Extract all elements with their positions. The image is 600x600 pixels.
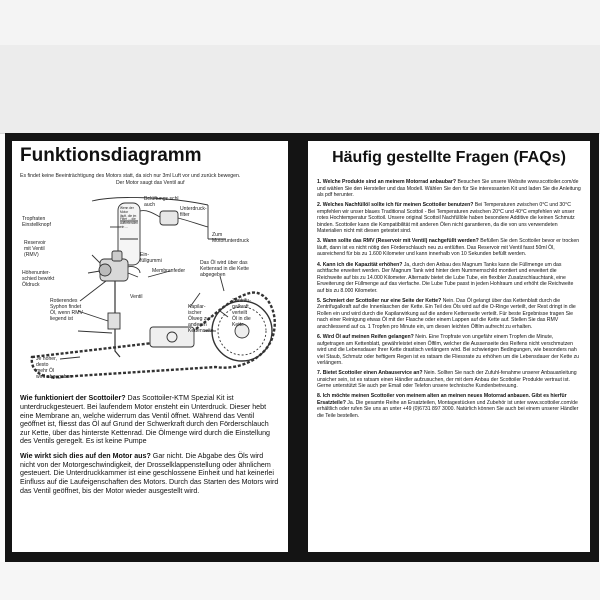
faq-question: 2. Welches Nachfüllöl sollte ich für mei… — [317, 202, 474, 209]
label-motorunterdruck: Zum Motorunterdruck — [212, 232, 250, 245]
faq-answer: Nein. Eine Tropfrate von ungefähr einem … — [317, 333, 580, 367]
label-ventil: Ventil — [130, 294, 143, 301]
section-engine-effect: Wie wirkt sich dies auf den Motor aus? G… — [20, 452, 280, 495]
faq-answer: Nein. Das Öl gelangt über das Kettenblat… — [317, 297, 576, 330]
label-syphon: Rotierendes Syphon findet Öl, wenn RMV l… — [50, 298, 83, 322]
label-motor-saugt: Der Motor saugt das Ventil auf — [116, 180, 185, 187]
faq-item: 1. Welche Produkte sind an meinem Motorr… — [317, 179, 581, 199]
faq-item: 3. Wann sollte das RMV (Reservoir mit Ve… — [317, 238, 581, 258]
faq-answer: Bei Temperaturen zwischen 0°C und 30°C e… — [317, 202, 575, 235]
background-bottom — [0, 562, 600, 600]
section-question: Wie funktioniert der Scottoiler? — [20, 394, 126, 403]
page-title: Häufig gestellte Fragen (FAQs) — [332, 149, 566, 166]
intro-note: Es findet keine Beeinträchtigung des Mot… — [20, 173, 241, 179]
faq-question: 8. Ich möchte meinen Scottoiler von mein… — [317, 393, 567, 406]
label-kettenrad: Das Öl wird über das Kettenrad in die Ke… — [200, 260, 249, 278]
label-tank-side: Wenn der Motor läuft, die im Filter ... … — [120, 206, 138, 229]
diagram-illustration — [30, 197, 276, 379]
section-answer: Das Scottoiler-KTM Spezial Kit ist unter… — [20, 394, 270, 446]
faq-item: 7. Bietet Scottoiler einen Anbauservice … — [317, 370, 581, 390]
label-fuellgummi: Ein- füllgummi — [140, 252, 162, 265]
faq-answer: Befüllen Sie den Scottoiler bevor er tro… — [317, 238, 580, 258]
left-page: Funktionsdiagramm Es findet keine Beeint… — [12, 141, 288, 552]
label-unterdruckfilter: Unterdruck- filter — [180, 206, 207, 219]
section-answer: Gar nicht. Die Abgabe des Öls wird nicht… — [20, 452, 279, 495]
right-page: Häufig gestellte Fragen (FAQs) 1. Welche… — [308, 141, 590, 552]
background-band — [0, 45, 600, 134]
faq-question: 7. Bietet Scottoiler einen Anbauservice … — [317, 370, 423, 377]
faq-question: 1. Welche Produkte sind an meinem Motorr… — [317, 179, 457, 185]
faq-item: 8. Ich möchte meinen Scottoiler von mein… — [317, 393, 581, 419]
label-belueftung: Belüftungs schl auch — [144, 196, 179, 209]
faq-item: 2. Welches Nachfüllöl sollte ich für mei… — [317, 202, 581, 235]
background-top — [0, 0, 600, 45]
faq-answer: Ja. Die gesamte Reihe an Ersatzteilen, M… — [317, 399, 579, 419]
faq-item: 5. Schmiert der Scottoiler nur eine Seit… — [317, 298, 581, 331]
faq-question: 5. Schmiert der Scottoiler nur eine Seit… — [317, 297, 442, 304]
section-question: Wie wirkt sich dies auf den Motor aus? — [20, 452, 151, 461]
section-how-it-works: Wie funktioniert der Scottoiler? Das Sco… — [20, 394, 280, 446]
faq-item: 4. Kann ich die Kapazität erhöhen? Ja, d… — [317, 262, 581, 295]
faq-answer: Nein. Sollten Sie nach der Zufuhl-fenahm… — [317, 370, 577, 390]
label-kapillar: Kapilar- ischer Ölweg zur anderen Ketten… — [188, 304, 214, 334]
faq-question: 3. Wann sollte das RMV (Reservoir mit Ve… — [317, 238, 479, 245]
page-title: Funktionsdiagramm — [20, 145, 202, 166]
label-reservoir: Reservoir mit Ventil (RMV) — [24, 240, 46, 258]
label-zentrifugal: Zentrifu- galkraft verteilt Öl in die Ke… — [232, 298, 251, 328]
label-membranfeder: Membranfeder — [152, 268, 186, 275]
function-diagram: Der Motor saugt das Ventil auf Tropfrate… — [20, 180, 278, 391]
label-je-hoeher: Je höher, desto mehr Öl wird abgegeben — [36, 356, 73, 380]
faq-item: 6. Wird Öl auf meinen Reifen gelangen? N… — [317, 334, 581, 367]
faq-answer: Besuchen Sie unsere Website www.scottoil… — [317, 179, 581, 199]
faq-question: 6. Wird Öl auf meinen Reifen gelangen? — [317, 333, 414, 340]
faq-question: 4. Kann ich die Kapazität erhöhen? — [317, 261, 403, 268]
label-tropfraten: Tropfraten Einstellknopf — [22, 216, 51, 229]
faq-answer: Ja, durch den Anbau des Magnum Tanks kan… — [317, 261, 574, 294]
label-hoehenunterschied: Höhenunter- schied bewirkt Öldruck — [22, 270, 55, 288]
